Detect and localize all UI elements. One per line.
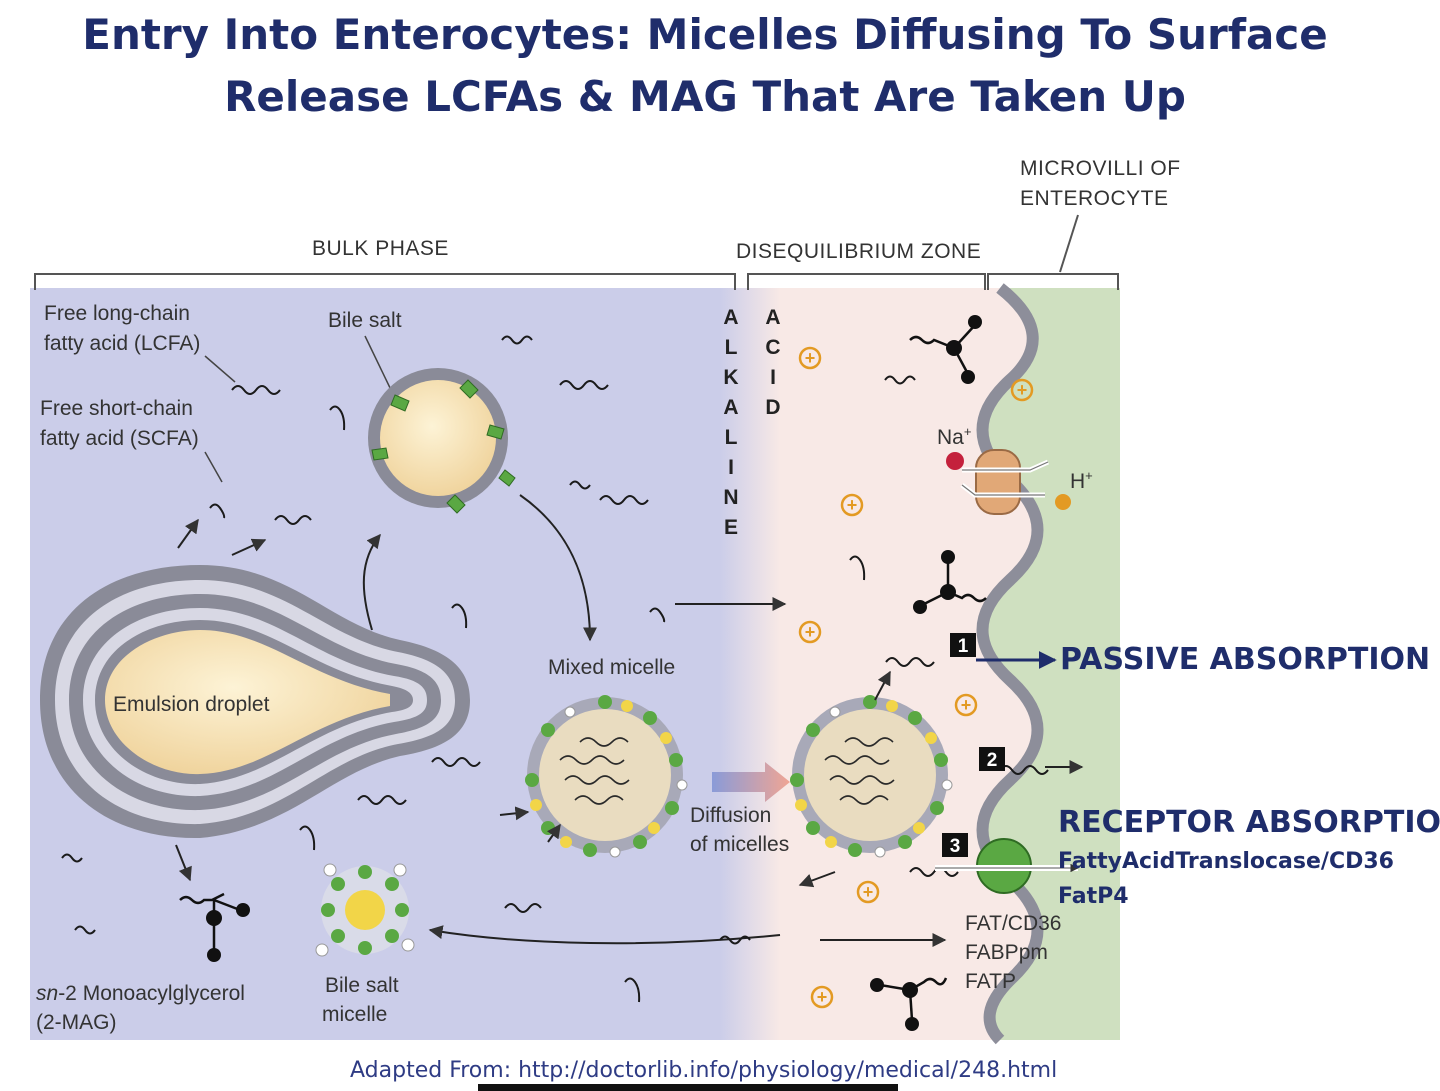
lcfa-pointer [204,355,236,383]
scfa-label-line-1: Free short-chain [40,397,193,420]
emulsion-droplet [40,565,470,839]
bile-salt-micelle-label-line-1: Bile salt [325,974,399,997]
mag-atoms-middle [913,550,956,614]
na-h-exchanger [960,449,1050,515]
bile-salt-micelle [315,863,415,957]
receptor-transporter [935,838,1079,894]
svg-text:3: 3 [950,836,961,857]
svg-text:N: N [723,486,738,509]
svg-text:C: C [765,336,780,359]
svg-text:+: + [863,882,874,902]
receptor-name-line-1: FattyAcidTranslocase/CD36 [1058,849,1394,874]
diffusion-label-line-1: Diffusion [690,804,771,827]
alkaline-label: A L K A L I N E [723,306,738,539]
transition-gradient [720,288,780,1040]
svg-text:+: + [805,348,816,368]
svg-text:D: D [765,396,780,419]
svg-text:K: K [723,366,738,389]
svg-text:A: A [723,306,738,329]
bile-salt-micelle-label-line-2: micelle [322,1003,387,1026]
svg-text:E: E [724,516,738,539]
svg-text:L: L [725,426,738,449]
svg-text:I: I [728,456,734,479]
step-1-badge: 1 [950,633,976,657]
microvilli-outline [976,283,1044,1045]
proton-ion [1055,494,1071,510]
scfa-pointer [204,451,223,483]
step-2-badge: 2 [979,747,1005,771]
fabppm-label: FABPpm [965,941,1048,964]
title-line-2: Release LCFAs & MAG That Are Taken Up [224,72,1186,121]
microvilli-label-line-1: MICROVILLI OF [1020,157,1181,180]
bulk-phase-label: BULK PHASE [312,237,449,260]
fatty-acids [61,335,1049,1003]
title-line-1: Entry Into Enterocytes: Micelles Diffusi… [82,10,1328,59]
emulsion-droplet-label: Emulsion droplet [113,693,270,716]
credit-underline-bar [478,1084,898,1091]
diffusion-arrow [712,762,790,802]
mag-atoms-lower [870,978,919,1031]
lcfa-label-line-1: Free long-chain [44,302,190,325]
proton-label: H+ [1070,468,1093,493]
mag-label-line-2: (2-MAG) [36,1011,117,1034]
svg-text:+: + [805,622,816,642]
sodium-label: Na+ [937,424,971,449]
mag-atoms [206,903,250,962]
diffusion-label-line-2: of micelles [690,833,789,856]
receptor-name-line-2: FatP4 [1058,884,1129,909]
step-3-badge: 3 [942,833,968,857]
svg-text:1: 1 [958,636,969,657]
mixed-micelle [525,695,688,858]
fatp-label: FATP [965,970,1016,993]
svg-text:A: A [723,396,738,419]
fat-cd36-label: FAT/CD36 [965,912,1061,935]
svg-text:L: L [725,336,738,359]
disequilibrium-zone-label: DISEQUILIBRIUM ZONE [736,240,981,263]
svg-text:+: + [961,695,972,715]
mag-label-line-1: sn-2 Monoacylglycerol [36,982,245,1005]
diffusing-micelle [790,695,953,858]
svg-text:+: + [1017,380,1028,400]
proton-ions: + + + + + + + [798,346,1034,1009]
svg-text:+: + [847,495,858,515]
bile-salt-pointer [364,335,393,393]
acid-label: A C I D [765,306,780,419]
passive-absorption-label: PASSIVE ABSORPTION [1060,642,1430,677]
sodium-ion [946,452,964,470]
bile-salt-particle [368,368,516,514]
microvilli-label-line-2: ENTEROCYTE [1020,187,1169,210]
disequilibrium-bracket [747,273,986,290]
mag-atoms-upper [946,315,982,384]
svg-text:+: + [817,987,828,1007]
microvilli-pointer [1059,214,1079,273]
scfa-label-line-2: fatty acid (SCFA) [40,427,199,450]
svg-text:I: I [770,366,776,389]
microvilli-bracket [987,273,1119,290]
bile-salt-label: Bile salt [328,309,402,332]
mixed-micelle-label: Mixed micelle [548,656,675,679]
svg-text:A: A [765,306,780,329]
receptor-absorption-label: RECEPTOR ABSORPTION [1058,805,1440,840]
source-credit: Adapted From: http://doctorlib.info/phys… [350,1058,1058,1083]
svg-text:2: 2 [987,750,998,771]
bulk-phase-bracket [34,273,736,290]
lcfa-label-line-2: fatty acid (LCFA) [44,332,200,355]
